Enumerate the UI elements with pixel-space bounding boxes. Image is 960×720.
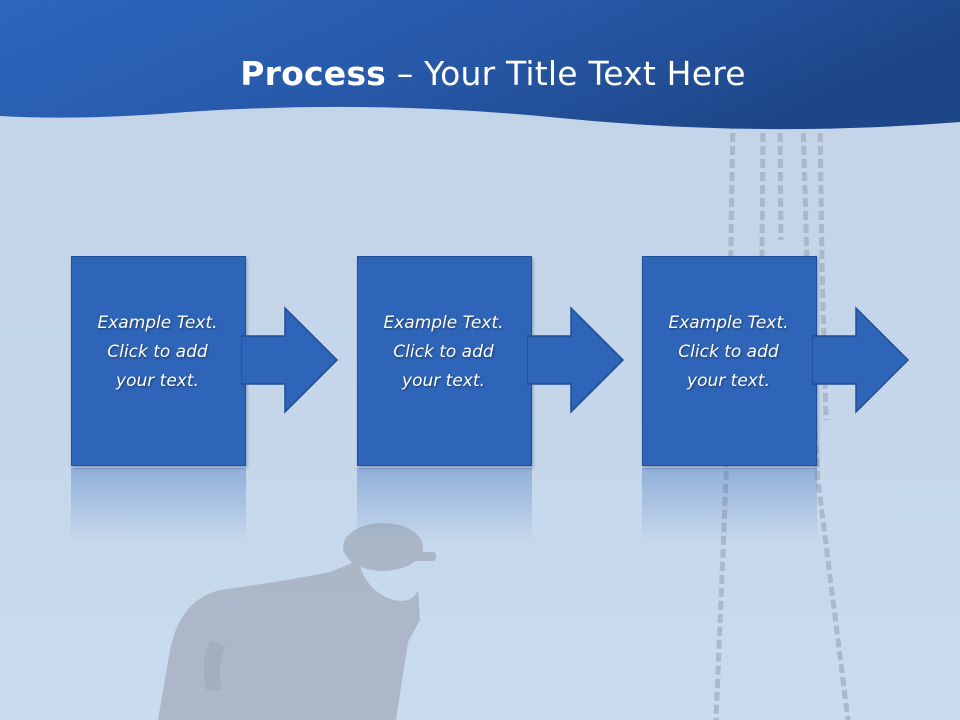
step-text: Example Text. Click to add your text. xyxy=(97,313,218,391)
arrow-right-icon xyxy=(812,306,910,414)
process-step-2[interactable]: Example Text. Click to add your text. xyxy=(357,256,625,466)
slide-title[interactable]: Process – Your Title Text Here xyxy=(0,52,960,96)
step-3-reflection xyxy=(642,468,817,543)
process-step-1[interactable]: Example Text. Click to add your text. xyxy=(71,256,339,466)
hanging-chains-icon xyxy=(713,119,851,720)
step-box xyxy=(71,256,246,466)
title-rest: – Your Title Text Here xyxy=(386,54,746,93)
step-text: Example Text. Click to add your text. xyxy=(383,313,504,391)
title-bold: Process xyxy=(240,54,387,93)
step-1-reflection xyxy=(71,468,246,543)
process-step-3[interactable]: Example Text. Click to add your text. xyxy=(642,256,910,466)
arrow-right-icon xyxy=(241,306,339,414)
step-2-reflection xyxy=(357,468,532,543)
step-text: Example Text. Click to add your text. xyxy=(668,313,789,391)
arrow-right-icon xyxy=(527,306,625,414)
header-band xyxy=(0,0,960,130)
worker-silhouette-icon xyxy=(158,523,436,720)
